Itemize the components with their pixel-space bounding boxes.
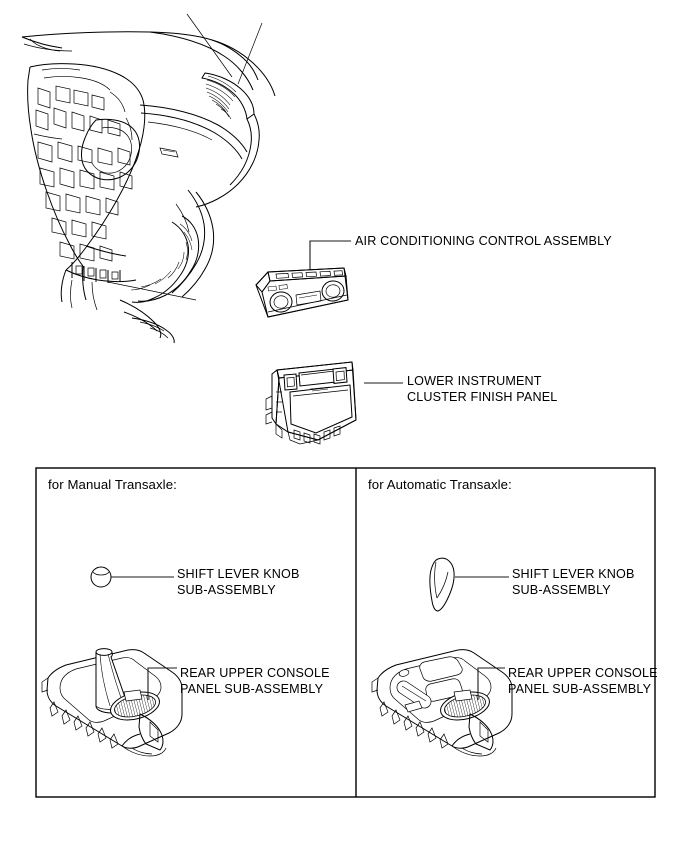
cup-holder-grate bbox=[440, 689, 490, 721]
callout-line: PANEL SUB-ASSEMBLY bbox=[508, 681, 652, 696]
console-mounting-tabs bbox=[379, 701, 449, 749]
callout-line: SHIFT LEVER KNOB bbox=[512, 567, 635, 581]
callout-line: REAR UPPER CONSOLE bbox=[508, 666, 658, 680]
callout-line: SUB-ASSEMBLY bbox=[177, 582, 276, 597]
defroster-vent-grille bbox=[201, 72, 255, 120]
lower-instrument-cluster-finish-panel-illustration bbox=[265, 361, 403, 445]
callout-air-conditioning-control-assembly: AIR CONDITIONING CONTROL ASSEMBLY bbox=[355, 234, 612, 250]
panel-heading-manual-transaxle: for Manual Transaxle: bbox=[48, 477, 177, 492]
shift-lever-knob-automatic-illustration bbox=[429, 557, 509, 612]
shift-boot bbox=[95, 648, 129, 714]
shift-lever-knob-manual-illustration bbox=[90, 566, 174, 588]
lower-dash-legs bbox=[60, 265, 98, 311]
console-mounting-tabs bbox=[49, 701, 119, 749]
wiring-harness bbox=[171, 189, 215, 298]
cup-holder-grate bbox=[110, 689, 160, 721]
transaxle-variants-box bbox=[35, 467, 656, 798]
rear-upper-console-panel-automatic-illustration bbox=[371, 649, 513, 757]
callout-line: PANEL SUB-ASSEMBLY bbox=[180, 681, 324, 696]
instrument-panel-illustration bbox=[21, 13, 276, 344]
ac-side-buttons bbox=[267, 284, 288, 292]
callout-line: AIR CONDITIONING CONTROL ASSEMBLY bbox=[355, 234, 612, 248]
callout-line: SHIFT LEVER KNOB bbox=[177, 567, 300, 581]
air-conditioning-control-assembly-illustration bbox=[255, 240, 351, 318]
panel-heading-automatic-transaxle: for Automatic Transaxle: bbox=[368, 477, 512, 492]
rear-upper-console-panel-manual-illustration bbox=[41, 648, 183, 757]
corrugated-harness-tube bbox=[130, 215, 200, 303]
ac-top-buttons bbox=[275, 270, 344, 279]
ac-left-knob bbox=[269, 291, 293, 313]
lower-bracket-connectors bbox=[65, 245, 137, 283]
cluster-panel-side-bracket bbox=[265, 395, 283, 439]
cluster-panel-clips bbox=[293, 425, 341, 445]
callout-line: SUB-ASSEMBLY bbox=[512, 582, 611, 597]
dash-reinforcement-structure bbox=[33, 68, 133, 262]
callout-line: REAR UPPER CONSOLE bbox=[180, 666, 330, 680]
defroster-vent-leader-lines bbox=[186, 13, 263, 85]
callout-line: LOWER INSTRUMENT bbox=[407, 374, 542, 388]
callout-line: CLUSTER FINISH PANEL bbox=[407, 389, 558, 404]
ac-right-knob bbox=[321, 280, 345, 302]
